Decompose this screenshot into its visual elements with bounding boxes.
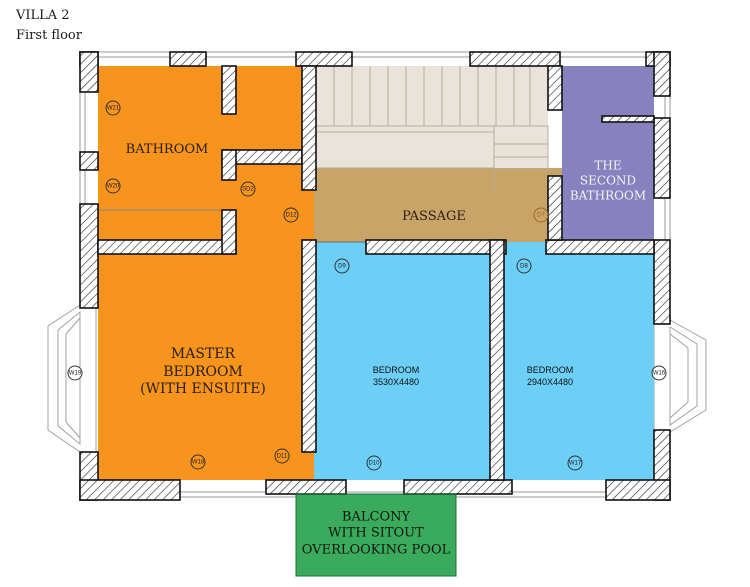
- balcony-area: [296, 494, 456, 576]
- master-bedroom-area: [98, 210, 316, 480]
- balcony-label: BALCONY WITH SITOUT OVERLOOKING POOL: [301, 509, 451, 558]
- door-marker: D12: [283, 207, 299, 223]
- bedroom1-size: 3530X4480: [372, 377, 420, 387]
- thin-dividers: [98, 209, 366, 243]
- door-marker: D10: [366, 455, 382, 471]
- second-bathroom-area: [562, 66, 654, 240]
- door-marker: D7: [533, 207, 549, 223]
- second-bathroom-label: THE SECOND BATHROOM: [569, 158, 647, 203]
- window-marker: W18: [190, 454, 206, 470]
- staircase: [316, 66, 549, 190]
- bedroom2-size: 2940X4480: [526, 377, 574, 387]
- door-marker: D9: [334, 258, 350, 274]
- window-marker: W19: [67, 365, 83, 381]
- passage-area: [314, 168, 562, 242]
- bedroom1-label: BEDROOM 3530X4480: [373, 364, 420, 388]
- window-marker: W16: [651, 365, 667, 381]
- door-marker: D8: [516, 258, 532, 274]
- bedroom2-area: [504, 242, 654, 480]
- floor-subtitle: First floor: [16, 28, 82, 43]
- villa-title: VILLA 2: [16, 8, 70, 23]
- balcony-outline: [295, 493, 457, 577]
- bedroom1-name: BEDROOM: [372, 364, 420, 375]
- room-fills: [98, 66, 654, 576]
- bedroom2-name: BEDROOM: [526, 364, 574, 375]
- door-marker: SD2: [240, 181, 256, 197]
- bathroom-label: BATHROOM: [125, 141, 209, 157]
- passage-label: PASSAGE: [402, 208, 466, 224]
- bedroom2-label: BEDROOM 2940X4480: [527, 364, 574, 388]
- door-marker: D11: [274, 448, 290, 464]
- window-marker: W21: [105, 100, 121, 116]
- window-marker: W20: [105, 178, 121, 194]
- window-marker: W17: [567, 455, 583, 471]
- walls: [79, 51, 671, 501]
- master-bedroom-label: MASTER BEDROOM (WITH ENSUITE): [140, 345, 266, 397]
- bedroom1-area: [314, 242, 490, 480]
